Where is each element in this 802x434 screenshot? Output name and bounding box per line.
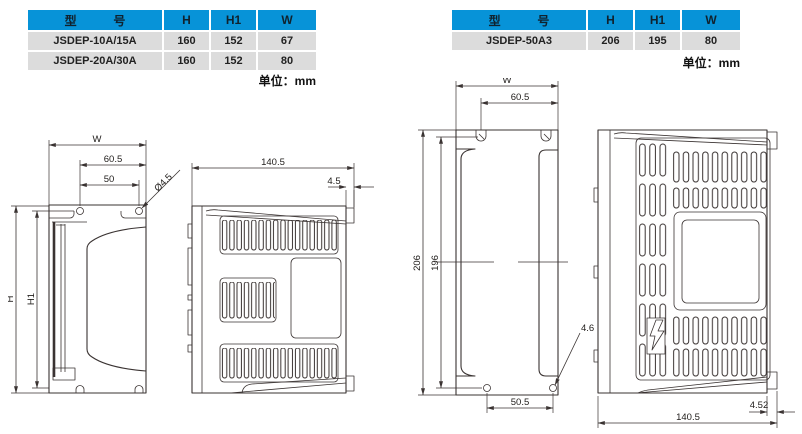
mount-slot-bottom-right bbox=[134, 385, 144, 393]
svg-text:4.6: 4.6 bbox=[581, 323, 594, 334]
side-panel bbox=[673, 211, 767, 311]
cell-w: 80 bbox=[258, 52, 316, 70]
front-view-right-unit bbox=[436, 129, 568, 396]
cell-model: JSDEP-50A3 bbox=[452, 32, 586, 50]
unit-label-left: 单位：mm bbox=[258, 74, 316, 88]
brand-lightning-logo bbox=[646, 317, 666, 355]
spec-table-left: 型 号 H H1 W JSDEP-10A/15A 160 152 67 JSDE… bbox=[28, 10, 316, 70]
svg-text:4.5: 4.5 bbox=[327, 176, 340, 187]
svg-text:4.52: 4.52 bbox=[750, 400, 769, 411]
header-model-char2: 号 bbox=[537, 13, 550, 28]
header-h: H bbox=[588, 10, 633, 30]
header-w: W bbox=[258, 10, 316, 30]
dim-w-right: W bbox=[455, 78, 559, 130]
header-model: 型 号 bbox=[28, 10, 162, 30]
svg-text:H1: H1 bbox=[26, 293, 37, 305]
mount-tab-bottom bbox=[345, 375, 355, 392]
cell-h: 160 bbox=[164, 32, 209, 50]
svg-text:206: 206 bbox=[412, 255, 423, 271]
svg-text:W: W bbox=[503, 78, 512, 86]
dim-140p5-right: 140.5 bbox=[597, 391, 778, 428]
mount-hole-top-left bbox=[76, 207, 84, 215]
dim-206: 206 bbox=[412, 129, 456, 396]
header-model: 型 号 bbox=[452, 10, 586, 30]
dim-4p52: 4.52 bbox=[749, 396, 795, 416]
header-model-char1: 型 bbox=[64, 13, 77, 28]
hang-hook-right bbox=[540, 130, 552, 142]
dim-h1-left: H1 bbox=[26, 210, 74, 389]
vent-grid-middle bbox=[219, 277, 277, 323]
cell-w: 67 bbox=[258, 32, 316, 50]
cell-h: 206 bbox=[588, 32, 633, 50]
drawing-right-set: W 60.5 206 196 50.5 4.6 bbox=[412, 78, 795, 428]
vent-grid-top bbox=[219, 215, 339, 255]
header-model-char1: 型 bbox=[488, 13, 501, 28]
side-panel bbox=[290, 257, 342, 339]
cell-w: 80 bbox=[682, 32, 740, 50]
svg-text:W: W bbox=[93, 134, 102, 145]
header-h: H bbox=[164, 10, 209, 30]
svg-text:140.5: 140.5 bbox=[676, 412, 700, 423]
dim-50-left: 50 bbox=[79, 174, 140, 206]
unit-label-right: 单位：mm bbox=[682, 56, 740, 70]
header-h1: H1 bbox=[635, 10, 680, 30]
dim-4p5-left: 4.5 bbox=[327, 176, 374, 207]
cell-h1: 152 bbox=[211, 52, 256, 70]
mount-hole-bottom-right bbox=[549, 384, 557, 392]
dim-hole-right: 4.6 bbox=[554, 323, 594, 386]
cell-h1: 152 bbox=[211, 32, 256, 50]
dim-196: 196 bbox=[430, 136, 482, 389]
cell-model: JSDEP-20A/30A bbox=[28, 52, 162, 70]
drawing-left-set: W 60.5 50 Ø4.5 H H1 bbox=[8, 134, 374, 394]
dim-50p5: 50.5 bbox=[486, 393, 554, 413]
cell-h1: 195 bbox=[635, 32, 680, 50]
header-h1: H1 bbox=[211, 10, 256, 30]
mount-hole-top-right bbox=[135, 207, 143, 215]
side-view-right-unit bbox=[593, 129, 778, 394]
dim-hole-left: Ø4.5 bbox=[141, 169, 181, 209]
front-view-left-unit bbox=[48, 204, 147, 394]
mount-tab-bottom bbox=[766, 371, 778, 390]
svg-text:Ø4.5: Ø4.5 bbox=[152, 172, 174, 194]
mount-tab-top bbox=[345, 207, 355, 224]
svg-text:60.5: 60.5 bbox=[511, 92, 530, 103]
svg-text:50: 50 bbox=[104, 174, 115, 185]
svg-text:140.5: 140.5 bbox=[261, 157, 285, 168]
mount-hole-bottom-left bbox=[483, 384, 491, 392]
dim-h-left: H bbox=[8, 205, 49, 394]
svg-text:50.5: 50.5 bbox=[511, 397, 530, 408]
svg-text:H: H bbox=[8, 295, 16, 302]
mount-tab-top bbox=[766, 131, 778, 150]
spec-table-right: 型 号 H H1 W JSDEP-50A3 206 195 80 bbox=[452, 10, 740, 50]
header-w: W bbox=[682, 10, 740, 30]
side-view-left-unit bbox=[187, 205, 355, 394]
mount-slot-bottom-left bbox=[75, 385, 85, 393]
header-model-char2: 号 bbox=[113, 13, 126, 28]
dim-60p5-right: 60.5 bbox=[480, 92, 559, 130]
cell-model: JSDEP-10A/15A bbox=[28, 32, 162, 50]
hang-hook-left bbox=[475, 130, 487, 142]
svg-text:196: 196 bbox=[430, 255, 441, 271]
cell-h: 160 bbox=[164, 52, 209, 70]
vent-grid-bottom bbox=[219, 343, 339, 383]
svg-text:60.5: 60.5 bbox=[104, 154, 123, 165]
dim-w-left: W bbox=[48, 134, 147, 205]
